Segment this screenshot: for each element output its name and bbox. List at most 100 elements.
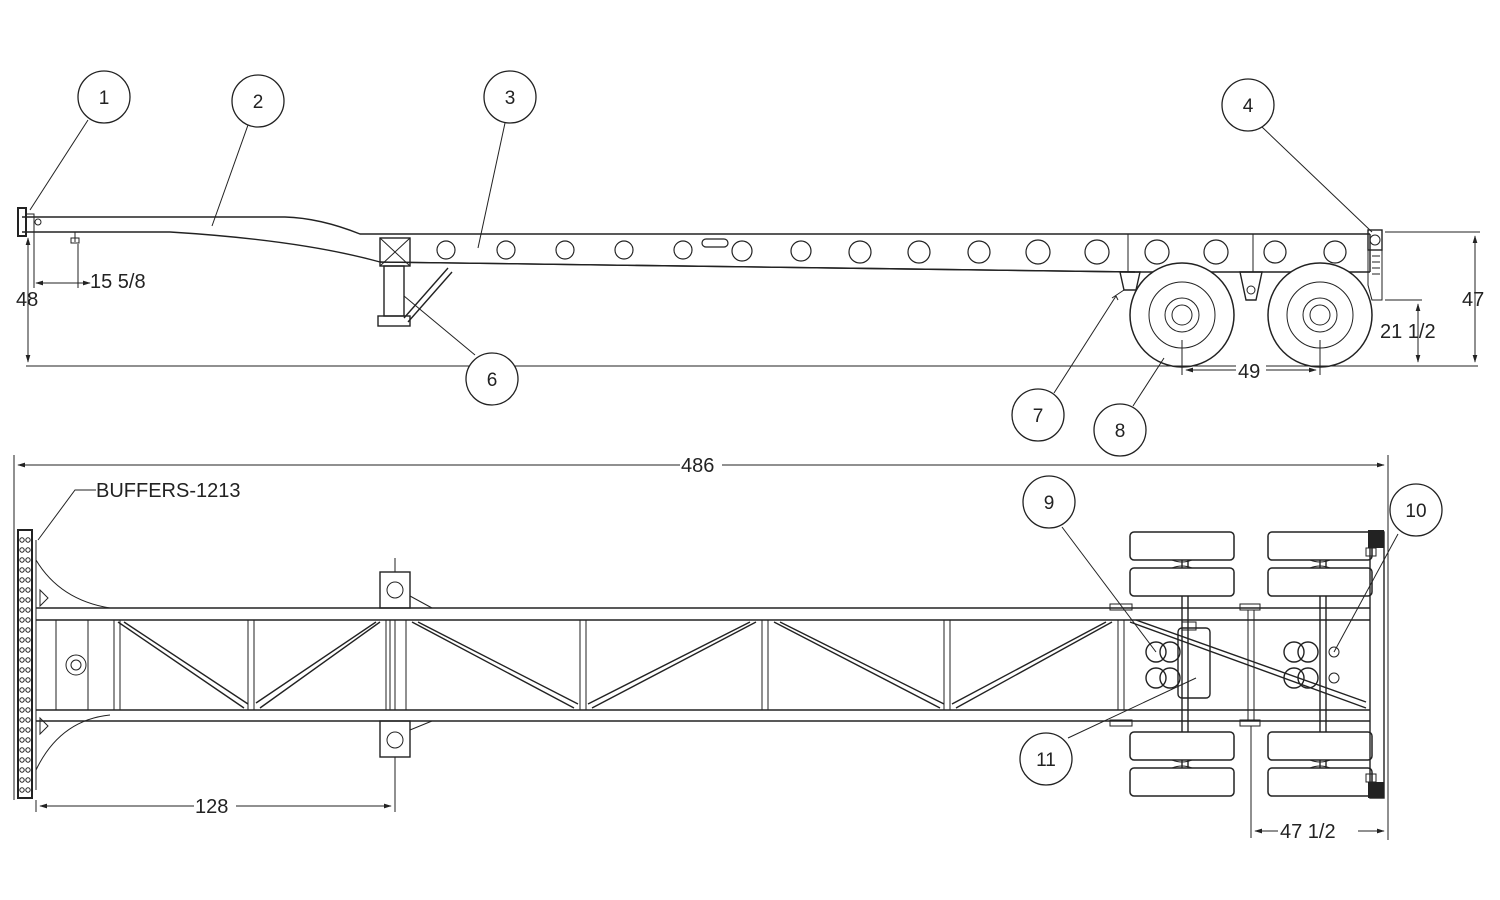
buffers-label: BUFFERS-1213 [96,480,241,502]
bumper-hole [25,787,31,793]
bumper-hole [19,587,25,593]
callout-6-label: 6 [487,370,498,391]
bumper-hole [25,637,31,643]
kingpin [70,232,80,244]
bumper-hole [19,697,25,703]
landing-gear [377,237,453,327]
callout-2: 2 [231,74,285,128]
callout-10-label: 10 [1405,501,1426,522]
bumper-hole [19,637,25,643]
bumper-hole [19,647,25,653]
bumper-hole [19,747,25,753]
bumper-hole [19,707,25,713]
bumper-hole [19,617,25,623]
rear-bolster [1365,530,1385,799]
crossmembers [113,620,1125,710]
side-view [17,207,1478,368]
bumper-hole [25,657,31,663]
callout-2-label: 2 [253,92,264,113]
front-buffer [17,207,42,237]
bumper-hole [19,687,25,693]
bumper-hole [25,597,31,603]
bumper-hole [25,647,31,653]
gooseneck-top-edge [22,216,1370,235]
bumper-hole [19,577,25,583]
dim-47-text: 47 [1462,289,1484,311]
diagonal-bracing [117,619,1367,709]
callout-9-label: 9 [1044,493,1055,514]
gooseneck-bottom-edge [22,231,1136,273]
bumper-hole [25,777,31,783]
bumper-hole [25,567,31,573]
bumper-hole [25,577,31,583]
callout-1-label: 1 [99,88,110,109]
front-hanger [1119,271,1141,291]
callout-4-label: 4 [1243,96,1254,117]
callout-8: 8 [1093,403,1147,457]
bumper-hole [19,547,25,553]
bumper-hole [25,617,31,623]
bumper-hole [19,767,25,773]
callout-11: 11 [1019,732,1073,786]
bumper-hole [25,767,31,773]
bumper-hole [19,607,25,613]
front-bumper [17,529,37,799]
callout-3: 3 [483,70,537,124]
bumper-hole [19,657,25,663]
dim-49-text: 49 [1238,361,1260,383]
bumper-hole [19,727,25,733]
callouts: 1 2 3 4 6 7 8 9 [29,70,1443,786]
bumper-hole [25,627,31,633]
callout-3-label: 3 [505,88,516,109]
bumper-hole [25,737,31,743]
bumper-hole [19,557,25,563]
bumper-hole [25,727,31,733]
callout-11-label: 11 [1036,750,1056,771]
bumper-hole [19,677,25,683]
side-dimensions: 48 15 5/8 47 21 1/2 49 [16,230,1484,383]
callout-1: 1 [77,70,131,124]
callout-10: 10 [1389,483,1443,537]
dim-486-text: 486 [681,455,714,477]
bumper-hole [19,757,25,763]
rail-holes [436,238,1347,265]
bumper-hole [25,557,31,563]
dim-21-1-2-text: 21 1/2 [1380,321,1436,343]
bumper-hole [25,757,31,763]
callout-7: 7 [1011,388,1065,442]
bumper-hole [25,717,31,723]
bumper-hole [19,597,25,603]
bumper-hole [25,747,31,753]
callout-6: 6 [465,352,519,406]
bumper-hole [25,677,31,683]
bumper-hole [19,737,25,743]
mid-hanger [1239,271,1263,301]
callout-7-label: 7 [1033,406,1044,427]
dim-48-text: 48 [16,289,38,311]
bumper-hole [25,537,31,543]
bumper-hole [19,567,25,573]
bumper-hole [19,717,25,723]
bumper-hole [19,627,25,633]
rear-end [1367,229,1383,301]
bumper-hole [25,697,31,703]
bumper-hole [25,707,31,713]
bumper-hole [25,587,31,593]
landing-gear-top [379,558,433,758]
tires-top [1129,531,1373,797]
callout-9: 9 [1022,475,1076,529]
bumper-hole [19,537,25,543]
brake-chambers [1145,641,1340,689]
dim-15-5-8-text: 15 5/8 [90,271,146,293]
bumper-hole [19,787,25,793]
bumper-hole [25,667,31,673]
bumper-hole [19,667,25,673]
bumper-hole [25,687,31,693]
bumper-hole [25,547,31,553]
top-view: 486 [13,454,1389,843]
dim-47-1-2-text: 47 1/2 [1280,821,1336,843]
bumper-hole [25,607,31,613]
dim-128-text: 128 [195,796,228,818]
callout-8-label: 8 [1115,421,1126,442]
